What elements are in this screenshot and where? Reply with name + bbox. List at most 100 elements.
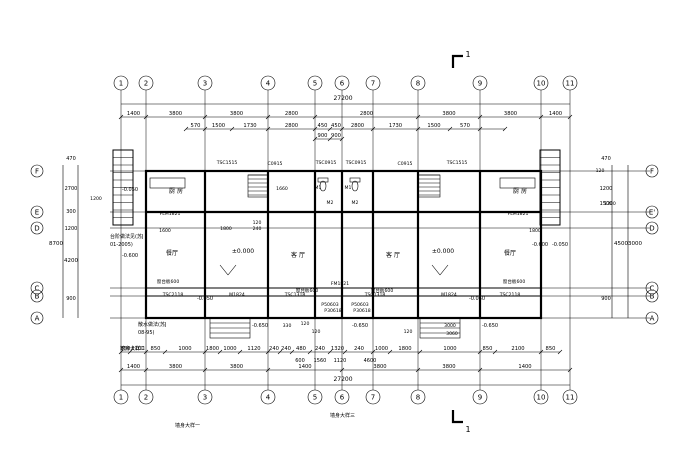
bottom-dims-row3-text: 1560 — [314, 358, 327, 364]
detail-mark-1: 墙身大样一 — [175, 422, 200, 429]
axis-bubble-bottom — [365, 389, 381, 405]
dim-tick — [229, 126, 235, 132]
bottom-dims-row3-text: 4600 — [364, 358, 377, 364]
top-dims-row1-text: 1400 — [127, 111, 140, 117]
dim-tick — [339, 367, 345, 373]
dim-tick — [538, 114, 544, 120]
right-dim-text: 900 — [601, 296, 611, 302]
bottom-dims-row1-text: 1800 — [398, 346, 411, 352]
dim-tick — [477, 126, 483, 132]
axis-label-bottom: 1 — [119, 394, 123, 402]
small-dimension: 120 — [301, 321, 310, 327]
small-dimension: 3060 — [446, 331, 458, 337]
top-dims-row2-text: 2800 — [351, 123, 364, 129]
dim-tick — [327, 126, 333, 132]
small-dimension: 120 — [596, 168, 605, 174]
dim-tick — [477, 367, 483, 373]
dim-tick — [202, 349, 208, 355]
axis-bubble-bottom — [472, 389, 488, 405]
window-door-label: FM1821 — [331, 281, 349, 287]
small-dimension: 3000 — [444, 323, 456, 329]
dim-tick — [162, 349, 168, 355]
axis-label-left: E — [35, 209, 39, 217]
dim-tick — [557, 349, 563, 355]
axis-bubble-top — [113, 75, 129, 91]
bottom-dims-row1-text: 1120 — [247, 346, 260, 352]
axis-label-top: 6 — [340, 80, 345, 88]
axis-bubble-left — [30, 311, 44, 325]
axis-label-bottom: 2 — [144, 394, 148, 402]
misc-label: P30618 — [324, 308, 341, 314]
right-dim-text: 470 — [601, 156, 611, 162]
dim-tick — [567, 114, 573, 120]
room-label-dining-left: 餐厅 — [166, 249, 178, 257]
window-door-label: M1 — [345, 185, 352, 191]
dim-tick — [327, 349, 333, 355]
axis-bubble-top — [533, 75, 549, 91]
outer-wall — [144, 169, 543, 320]
top-dims-row1-text: 3800 — [504, 111, 517, 117]
axis-bubble-bottom — [562, 389, 578, 405]
axis-label-right: F — [650, 168, 654, 176]
dim-tick — [265, 349, 271, 355]
dim-tick — [477, 114, 483, 120]
misc-label: P50603 — [321, 302, 338, 308]
level-mark-label: -0.050 — [197, 296, 213, 302]
level-mark-label: -0.600 — [532, 242, 548, 248]
axis-label-bottom: 4 — [266, 394, 271, 402]
dim-tick — [202, 126, 208, 132]
axis-label-bottom: 11 — [566, 394, 575, 402]
small-dimension: 1800 — [529, 228, 541, 234]
window-door-label: TSC1515 — [446, 160, 468, 166]
left-dim-text: 900 — [66, 296, 76, 302]
window-door-label: FLM1821 — [508, 211, 529, 217]
axis-bubble-top — [365, 75, 381, 91]
dim-tick — [339, 136, 345, 142]
axis-label-top: 2 — [144, 80, 148, 88]
bottom-dims-row1-text: 240 — [281, 346, 291, 352]
small-dimension: 120 — [253, 220, 262, 226]
axis-bubble-left — [30, 221, 44, 235]
axis-label-top: 5 — [313, 80, 317, 88]
bottom-dims-row1-text: 1320 — [331, 346, 344, 352]
axis-label-top: 1 — [119, 80, 123, 88]
bottom-dims-row1-text: 2100 — [131, 346, 144, 352]
small-dimension: 1200 — [90, 196, 102, 202]
bottom-dims-row1-text: 240 — [269, 346, 279, 352]
axis-bubble-bottom — [197, 389, 213, 405]
top-dims-row2-text: 1730 — [243, 123, 256, 129]
kitchen-counter-left — [149, 177, 186, 189]
section-mark-top — [451, 54, 463, 68]
room-label-living-right: 客 厅 — [386, 251, 400, 259]
misc-label: 窗台板600 — [157, 278, 180, 285]
top-dims-row3-text: 900 — [318, 133, 328, 139]
bottom-dims-row3-text: 1120 — [334, 358, 347, 364]
dim-tick — [277, 349, 283, 355]
window-door-label: M1824 — [229, 292, 245, 298]
axis-bubble-right — [645, 289, 659, 303]
dim-tick — [415, 126, 421, 132]
dim-tick — [342, 349, 348, 355]
dim-tick — [387, 349, 393, 355]
top-dims-row1-text: 2800 — [285, 111, 298, 117]
window-door-label: TSC0915 — [345, 160, 367, 166]
dim-tick — [143, 349, 149, 355]
window-door-label: C0915 — [398, 161, 413, 167]
bottom-dims-row2-text: 3800 — [230, 364, 243, 370]
left-dim-text: 470 — [66, 156, 76, 162]
axis-label-top: 4 — [266, 80, 271, 88]
dim-tick — [127, 349, 133, 355]
top-dims-row2-text: 1500 — [427, 123, 440, 129]
dim-tick — [265, 126, 271, 132]
bottom-dims-row2-text: 1400 — [518, 364, 531, 370]
small-dimension: 120 — [312, 329, 321, 335]
left-dim-text: 2700 — [65, 186, 78, 192]
small-dimension: 1800 — [220, 226, 232, 232]
axis-label-top: 8 — [416, 80, 420, 88]
dim-tick — [307, 349, 313, 355]
axis-label-right: A — [650, 315, 655, 323]
axis-bubble-top — [197, 75, 213, 91]
elevation-label-left: ±0.000 — [232, 248, 254, 255]
top-dims-row2-text: 1730 — [389, 123, 402, 129]
